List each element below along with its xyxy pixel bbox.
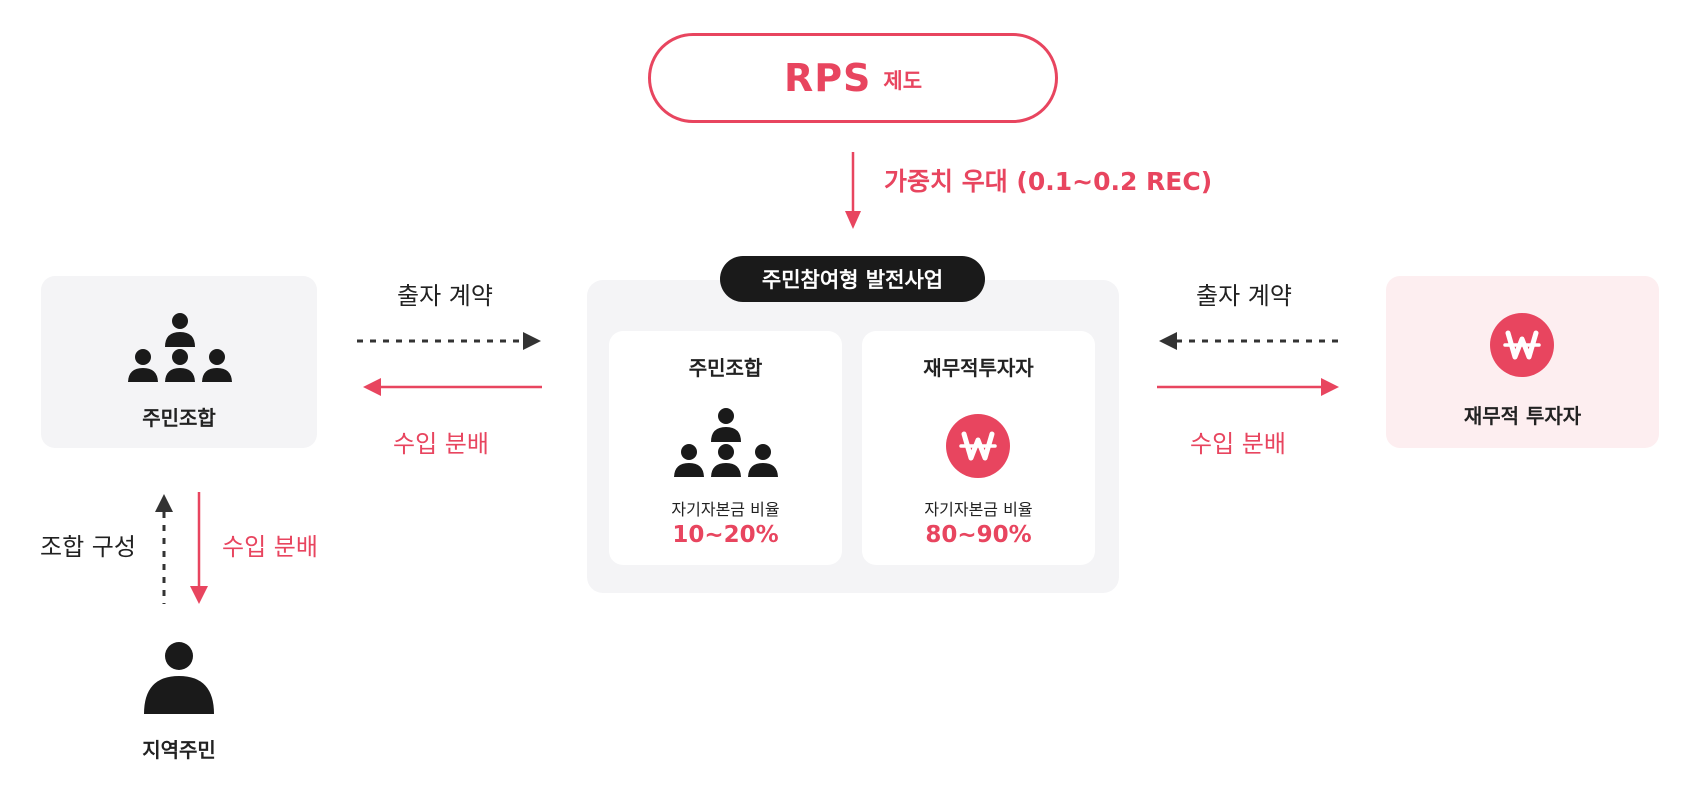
left-contract-arrow	[357, 332, 541, 350]
cooperative-share-card: 주민조합 자기자본금 비율 10~20%	[609, 331, 842, 565]
person-icon	[144, 642, 214, 714]
rps-subtitle: 제도	[883, 69, 923, 93]
financial-investor-box: 재무적 투자자	[1386, 276, 1659, 448]
left-revenue-arrow	[363, 378, 542, 396]
financial-investor-title: 재무적 투자자	[1463, 404, 1582, 428]
people-group-icon	[674, 408, 778, 477]
community-power-project-badge: 주민참여형 발전사업	[720, 256, 985, 302]
right-revenue-arrow	[1157, 378, 1339, 396]
cooperative-equity-ratio-value: 10~20%	[672, 522, 779, 548]
resident-cooperative-box: 주민조합	[41, 276, 317, 448]
compose-cooperative-label: 조합 구성	[40, 533, 136, 561]
local-resident-title: 지역주민	[142, 738, 216, 762]
resident-revenue-down-arrow	[190, 492, 208, 604]
rps-down-arrow	[845, 152, 861, 229]
left-contract-label: 출자 계약	[397, 282, 493, 310]
weight-preference-label: 가중치 우대 (0.1~0.2 REC)	[884, 167, 1213, 196]
resident-revenue-label: 수입 분배	[222, 533, 318, 561]
resident-cooperative-title: 주민조합	[142, 406, 216, 430]
right-contract-arrow	[1159, 332, 1342, 350]
investor-share-title: 재무적투자자	[923, 356, 1034, 380]
right-revenue-label: 수입 분배	[1190, 430, 1286, 458]
right-contract-label: 출자 계약	[1196, 282, 1292, 310]
investor-equity-ratio-caption: 자기자본금 비율	[924, 500, 1033, 519]
cooperative-share-title: 주민조합	[688, 356, 763, 380]
investor-share-card: 재무적투자자 자기자본금 비율 80~90%	[862, 331, 1095, 565]
won-coin-icon	[946, 414, 1010, 478]
left-revenue-label: 수입 분배	[393, 430, 489, 458]
rps-title: RPS	[783, 56, 872, 100]
people-group-icon	[128, 313, 232, 382]
rps-system-node: RPS 제도	[648, 33, 1058, 123]
investor-equity-ratio-value: 80~90%	[925, 522, 1032, 548]
won-coin-icon	[1490, 313, 1554, 377]
cooperative-equity-ratio-caption: 자기자본금 비율	[671, 500, 780, 519]
compose-up-arrow	[155, 494, 173, 604]
